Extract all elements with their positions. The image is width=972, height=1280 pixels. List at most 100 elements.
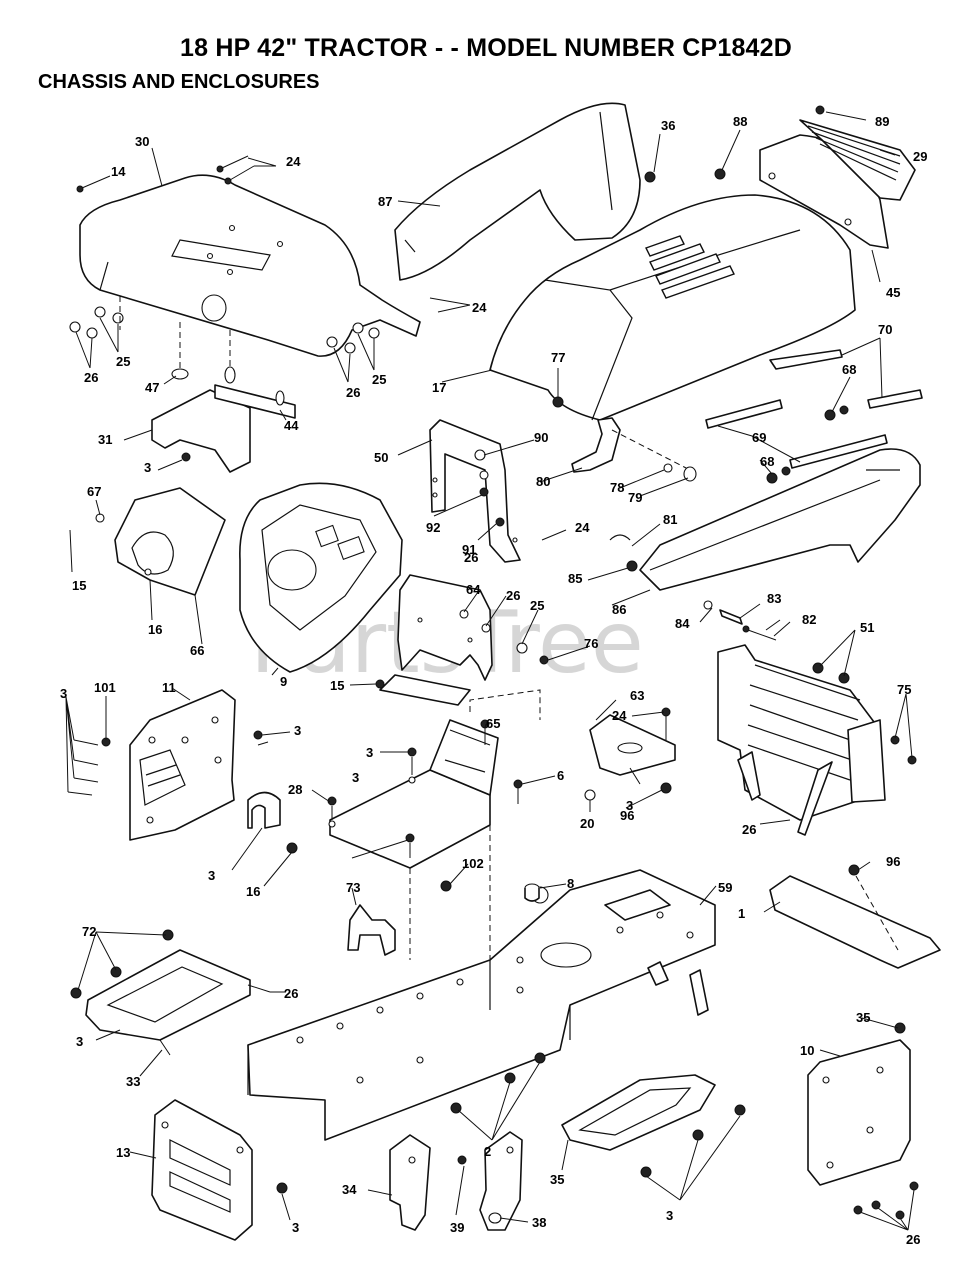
callout-16: 16 (148, 622, 162, 637)
callout-91: 91 (462, 542, 476, 557)
part-38-bracket (389, 1134, 431, 1231)
callout-36: 36 (661, 118, 675, 133)
callout-3: 39 (450, 1220, 464, 1235)
callout-3: 6 (557, 768, 564, 783)
part-64-bracket (379, 574, 528, 706)
callout-38: 34 (342, 1182, 357, 1197)
callout-81: 81 (663, 512, 677, 527)
part-30-dash-cover (79, 174, 421, 357)
callout-17: 17 (432, 380, 446, 395)
part-50-bracket (429, 419, 521, 563)
callout-26: 26 (464, 550, 478, 565)
callout-24: 24 (575, 520, 590, 535)
callout-96: 16 (246, 884, 260, 899)
washers-25-26-left (69, 296, 380, 354)
callout-35: 26 (284, 986, 298, 1001)
part-11-side-plate (129, 689, 236, 841)
callout-3: 35 (856, 1010, 870, 1025)
callout-13: 10 (800, 1043, 814, 1058)
callout-3: 3 (294, 723, 301, 738)
part-33-footrest-left (70, 929, 271, 1056)
callout-92: 92 (426, 520, 440, 535)
callout-16: 102 (462, 856, 484, 871)
callout-15: 15 (330, 678, 344, 693)
callout-6: 3 (352, 770, 359, 785)
callout-78: 78 (610, 480, 624, 495)
washers-90-92 (474, 449, 505, 527)
callout-26: 72 (82, 924, 96, 939)
callout-3: 26 (906, 1232, 920, 1247)
part-20-bracket (584, 707, 676, 801)
bolts-14-24 (76, 155, 255, 193)
callout-79: 79 (628, 490, 642, 505)
callout-67: 67 (87, 484, 101, 499)
callout-66: 66 (190, 643, 204, 658)
fastener-89 (815, 105, 825, 115)
callout-29: 29 (913, 149, 927, 164)
callout-102: 3 (208, 868, 215, 883)
leader-lines (65, 111, 915, 1231)
callout-33: 3 (76, 1034, 83, 1049)
fasteners-82-84 (703, 600, 777, 641)
callout-30: 30 (135, 134, 149, 149)
callout-31: 31 (98, 432, 112, 447)
callout-14: 14 (111, 164, 126, 179)
callout-86: 86 (612, 602, 626, 617)
callout-15: 15 (72, 578, 86, 593)
callout-89: 89 (875, 114, 889, 129)
callout-59: 8 (567, 876, 574, 891)
part-59-spacer (524, 883, 540, 902)
callout-85: 85 (568, 571, 582, 586)
callout-9: 9 (280, 674, 287, 689)
part-6-platform (328, 689, 541, 1010)
callout-26: 26 (506, 588, 520, 603)
part-86-front-panel (609, 448, 921, 591)
part-87-hood-side (394, 102, 641, 281)
page-title: 18 HP 42" TRACTOR - - MODEL NUMBER CP184… (179, 34, 793, 62)
callout-39: 38 (532, 1215, 546, 1230)
part-31-bracket (151, 322, 296, 473)
bolts-35-center (450, 1052, 546, 1165)
callout-87: 87 (378, 194, 392, 209)
bolt-3-upper (181, 452, 191, 462)
callout-2: 13 (116, 1145, 130, 1160)
callout-47: 47 (145, 380, 159, 395)
bolts-3-platform (327, 719, 523, 892)
callout-3: 3 (144, 460, 151, 475)
callout-70: 70 (878, 322, 892, 337)
callout-8: 73 (346, 880, 360, 895)
callout-24: 24 (472, 300, 487, 315)
callout-1: 59 (718, 880, 732, 895)
callout-24: 24 (286, 154, 301, 169)
callout-26: 26 (346, 385, 360, 400)
part-39-bracket (479, 1131, 523, 1231)
part-8-clip (347, 904, 396, 956)
callout-76: 76 (584, 636, 598, 651)
nut-36 (644, 171, 656, 183)
callout-25: 25 (372, 372, 386, 387)
callout-44: 44 (284, 418, 299, 433)
callout-96: 20 (580, 816, 594, 831)
callout-35: 2 (484, 1144, 491, 1159)
callout-10: 33 (126, 1074, 140, 1089)
part-72-plate (769, 864, 941, 969)
callout-80: 80 (536, 474, 550, 489)
bolt-15-mid (375, 679, 385, 689)
callout-88: 88 (733, 114, 747, 129)
callout-51: 51 (860, 620, 874, 635)
callout-34: 35 (550, 1172, 564, 1187)
part-70-69-brackets (705, 349, 923, 484)
callout-69: 69 (752, 430, 766, 445)
bolt-76 (539, 655, 549, 665)
part-1-main-frame (247, 869, 716, 1141)
callout-64: 64 (466, 582, 481, 597)
callout-82: 82 (802, 612, 816, 627)
callout-72: 1 (738, 906, 745, 921)
part-28-front-support (717, 644, 917, 836)
callout-3: 3 (366, 745, 373, 760)
callout-84: 84 (675, 616, 690, 631)
callout-26: 26 (84, 370, 98, 385)
callout-11: 11 (162, 680, 176, 695)
part-102-clip (247, 791, 298, 854)
callout-63: 63 (630, 688, 644, 703)
